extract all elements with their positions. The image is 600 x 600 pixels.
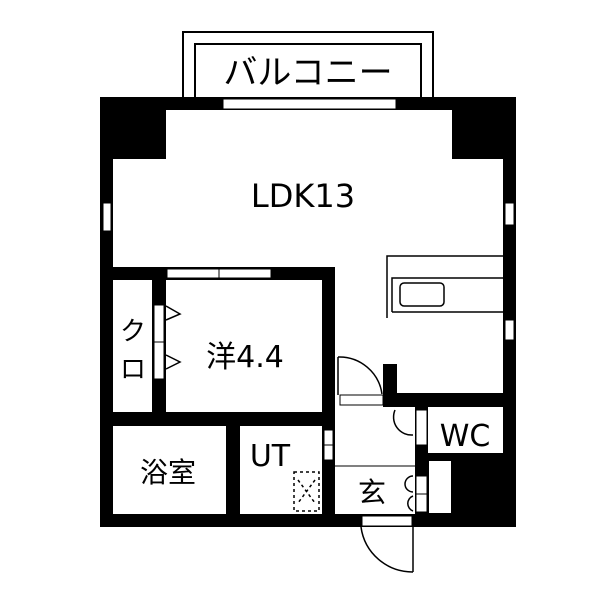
wc-label: WC (440, 419, 491, 454)
ldk-label: LDK13 (251, 177, 355, 215)
balcony-window (222, 98, 397, 110)
western-room-label: 洋4.4 (206, 340, 284, 375)
right-window-bottom (504, 319, 515, 341)
room-window-left (166, 268, 220, 279)
ut-door-top (323, 429, 334, 446)
shoe-cabinet-swing (404, 475, 414, 512)
front-door-frame (361, 515, 413, 527)
ut-door-bottom (323, 444, 334, 461)
column-top-right (452, 97, 516, 159)
washing-machine-space (293, 471, 320, 512)
ldk-door-swing (337, 356, 383, 395)
ldk-door-frame (339, 394, 384, 406)
kitchen-counter (386, 255, 503, 318)
front-door-swing (360, 526, 414, 573)
closet-door-top (153, 304, 165, 343)
room-window-right (218, 268, 272, 279)
door-swings (165, 305, 415, 573)
windows (102, 98, 515, 341)
wc-door-swing (392, 409, 414, 436)
closet-door-bottom (153, 341, 165, 380)
column-bottom-right (452, 460, 516, 527)
closet-label-bottom: ロ (120, 355, 146, 385)
sink (399, 282, 445, 307)
openings (153, 268, 428, 527)
balcony: バルコニー (182, 31, 434, 99)
closet-label-top: ク (120, 317, 146, 347)
entrance-label: 玄 (358, 476, 386, 509)
wc-door (415, 409, 428, 446)
shoe-door-bottom (415, 493, 428, 513)
utility-label: UT (250, 439, 291, 474)
shoe-door-top (415, 475, 428, 495)
bath-label: 浴室 (140, 456, 196, 489)
left-window (102, 202, 112, 232)
right-window-top (504, 202, 515, 226)
balcony-label: バルコニー (223, 53, 392, 93)
column-top-left (100, 97, 166, 159)
closet-hinge-bottom (165, 354, 182, 370)
closet-hinge-top (165, 305, 182, 321)
